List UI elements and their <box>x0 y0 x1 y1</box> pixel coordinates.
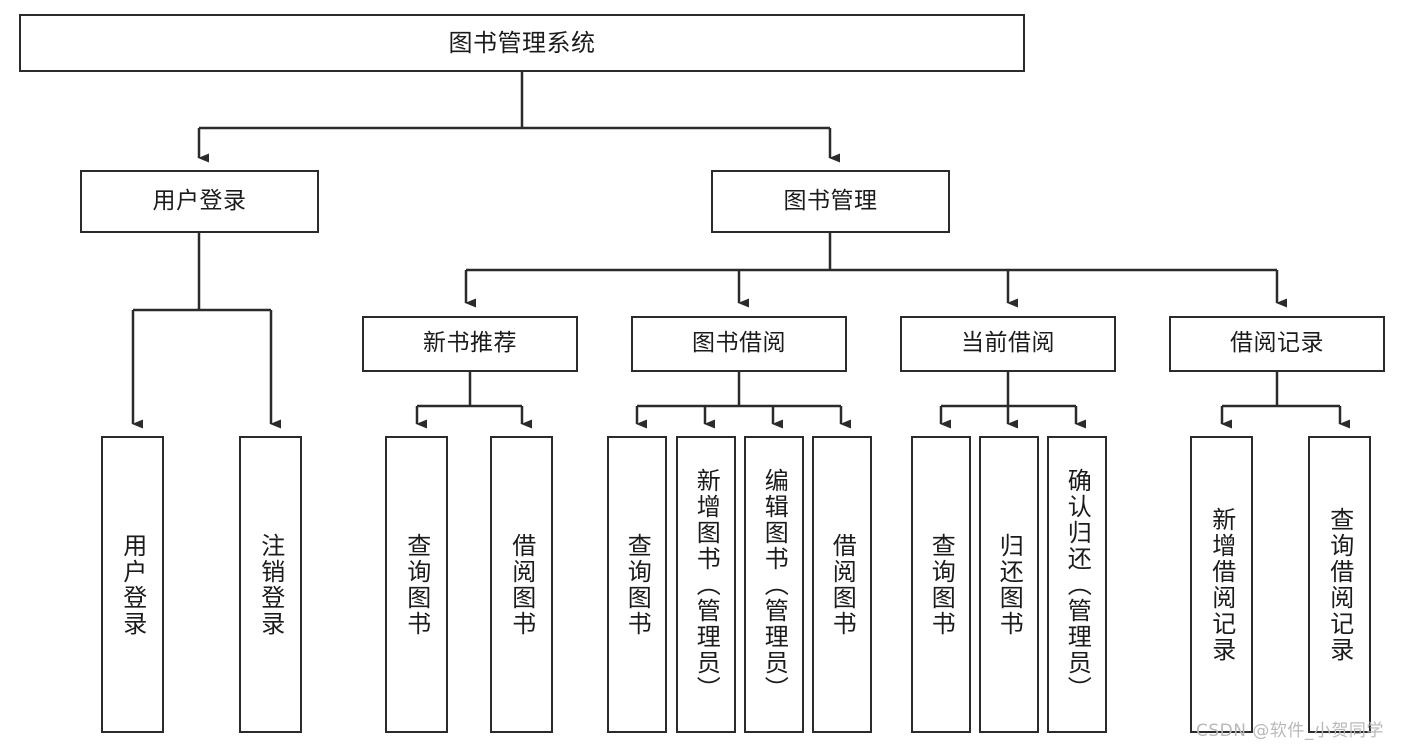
node-label: 用户登录 <box>118 532 147 637</box>
node-label: 注销登录 <box>256 532 285 637</box>
node-current-borrow[interactable]: 当前借阅 <box>900 316 1116 372</box>
node-label: 查询图书 <box>927 532 956 637</box>
leaf-current-query-book[interactable]: 查询图书 <box>911 436 971 733</box>
leaf-borrow-query-book[interactable]: 查询图书 <box>607 436 667 733</box>
node-book-management[interactable]: 图书管理 <box>711 170 950 233</box>
node-label: 新书推荐 <box>423 330 517 357</box>
node-new-book-recommend[interactable]: 新书推荐 <box>362 316 578 372</box>
leaf-recommend-borrow-book[interactable]: 借阅图书 <box>490 436 553 733</box>
node-label: 确认归还（管理员） <box>1063 467 1092 702</box>
node-label: 归还图书 <box>995 532 1024 637</box>
leaf-borrow-edit-book-admin[interactable]: 编辑图书（管理员） <box>744 436 804 733</box>
node-label: 新增图书（管理员） <box>692 467 721 702</box>
csdn-watermark: CSDN @软件_小贺同学 <box>1196 721 1384 741</box>
node-root-system[interactable]: 图书管理系统 <box>19 14 1025 72</box>
node-label: 借阅图书 <box>828 532 857 637</box>
node-label: 当前借阅 <box>961 330 1055 357</box>
leaf-records-add-record[interactable]: 新增借阅记录 <box>1190 436 1253 733</box>
node-label: 查询借阅记录 <box>1325 506 1354 663</box>
leaf-user-login-signin[interactable]: 用户登录 <box>101 436 164 733</box>
node-label: 编辑图书（管理员） <box>760 467 789 702</box>
node-label: 图书借阅 <box>692 330 786 357</box>
leaf-borrow-add-book-admin[interactable]: 新增图书（管理员） <box>676 436 736 733</box>
node-borrow-records[interactable]: 借阅记录 <box>1169 316 1385 372</box>
leaf-borrow-borrow-book[interactable]: 借阅图书 <box>812 436 872 733</box>
node-label: 查询图书 <box>623 532 652 637</box>
leaf-recommend-query-book[interactable]: 查询图书 <box>385 436 448 733</box>
node-label: 借阅图书 <box>507 532 536 637</box>
node-user-login[interactable]: 用户登录 <box>80 170 319 233</box>
leaf-current-return-book[interactable]: 归还图书 <box>979 436 1039 733</box>
node-book-borrow[interactable]: 图书借阅 <box>631 316 847 372</box>
leaf-current-confirm-return-admin[interactable]: 确认归还（管理员） <box>1047 436 1107 733</box>
node-label: 图书管理系统 <box>448 28 596 57</box>
node-label: 查询图书 <box>402 532 431 637</box>
node-label: 用户登录 <box>152 187 247 214</box>
node-label: 借阅记录 <box>1230 330 1324 357</box>
node-label: 图书管理 <box>783 187 878 214</box>
node-label: 新增借阅记录 <box>1207 506 1236 663</box>
leaf-records-query-record[interactable]: 查询借阅记录 <box>1308 436 1371 733</box>
leaf-user-login-signout[interactable]: 注销登录 <box>239 436 302 733</box>
